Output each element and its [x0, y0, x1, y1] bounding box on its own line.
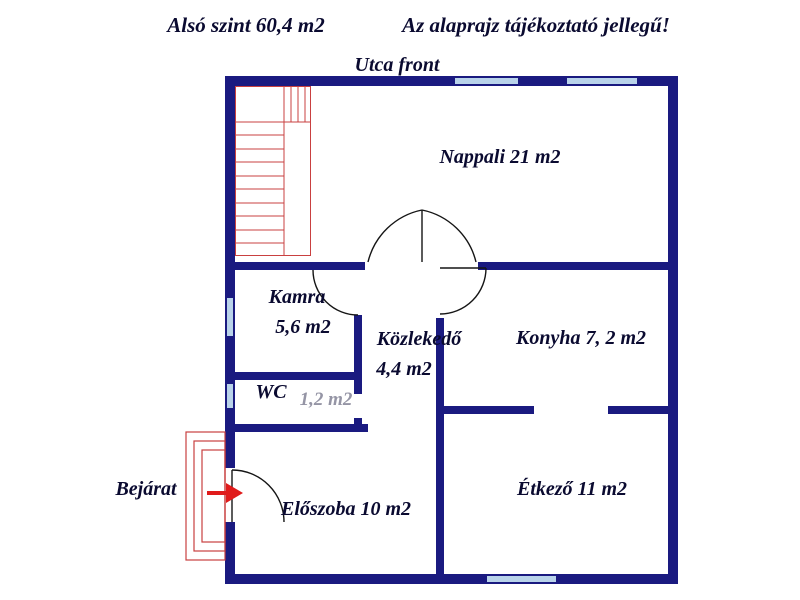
window-bottom [487, 576, 556, 582]
double-door-arc-left [367, 209, 423, 263]
wall-nappali-right [478, 262, 668, 270]
wall-left-lower [225, 522, 235, 584]
window-wc [227, 384, 233, 408]
staircase [235, 86, 311, 256]
room-label-kamra: Kamra [268, 286, 326, 308]
entrance-arrow-icon [207, 483, 243, 503]
wall-bottom [225, 574, 678, 584]
wall-left-upper [225, 76, 235, 468]
wall-right [668, 76, 678, 584]
window-top-right [567, 78, 637, 84]
wall-top [225, 76, 678, 86]
wall-kamra-wc [235, 372, 354, 380]
entrance-steps [185, 431, 226, 561]
wall-nappali-left [235, 262, 365, 270]
entrance-label: Bejárat [115, 478, 177, 500]
room-label-etkezo: Étkező 11 m2 [516, 478, 628, 500]
wall-konyha-etkezo-right [608, 406, 668, 414]
konyha-door-arc [439, 267, 487, 315]
room-label-eloszoba: Előszoba 10 m2 [280, 498, 412, 520]
disclaimer-text: Az alaprajz tájékoztató jellegű! [402, 13, 670, 37]
room-label-kozlekedo: Közlekedő [376, 328, 462, 350]
double-door-arc-right [421, 209, 477, 263]
wall-kamra-vertical [354, 315, 362, 394]
room-area-kamra: 5,6 m2 [275, 316, 331, 338]
floor-title: Alsó szint 60,4 m2 [167, 13, 325, 37]
entrance-door-arc [231, 469, 285, 523]
room-area-kozlekedo: 4,4 m2 [376, 358, 432, 380]
room-label-nappali: Nappali 21 m2 [439, 146, 561, 168]
wall-center-vertical [436, 318, 444, 574]
wall-wc-eloszoba [235, 424, 368, 432]
room-label-wc: WC [255, 381, 287, 403]
street-front-label: Utca front [354, 54, 440, 76]
room-label-konyha: Konyha 7, 2 m2 [515, 327, 647, 349]
wall-konyha-etkezo-left [444, 406, 534, 414]
window-top-left [455, 78, 518, 84]
window-kamra [227, 298, 233, 336]
room-area-wc: 1,2 m2 [299, 389, 353, 410]
